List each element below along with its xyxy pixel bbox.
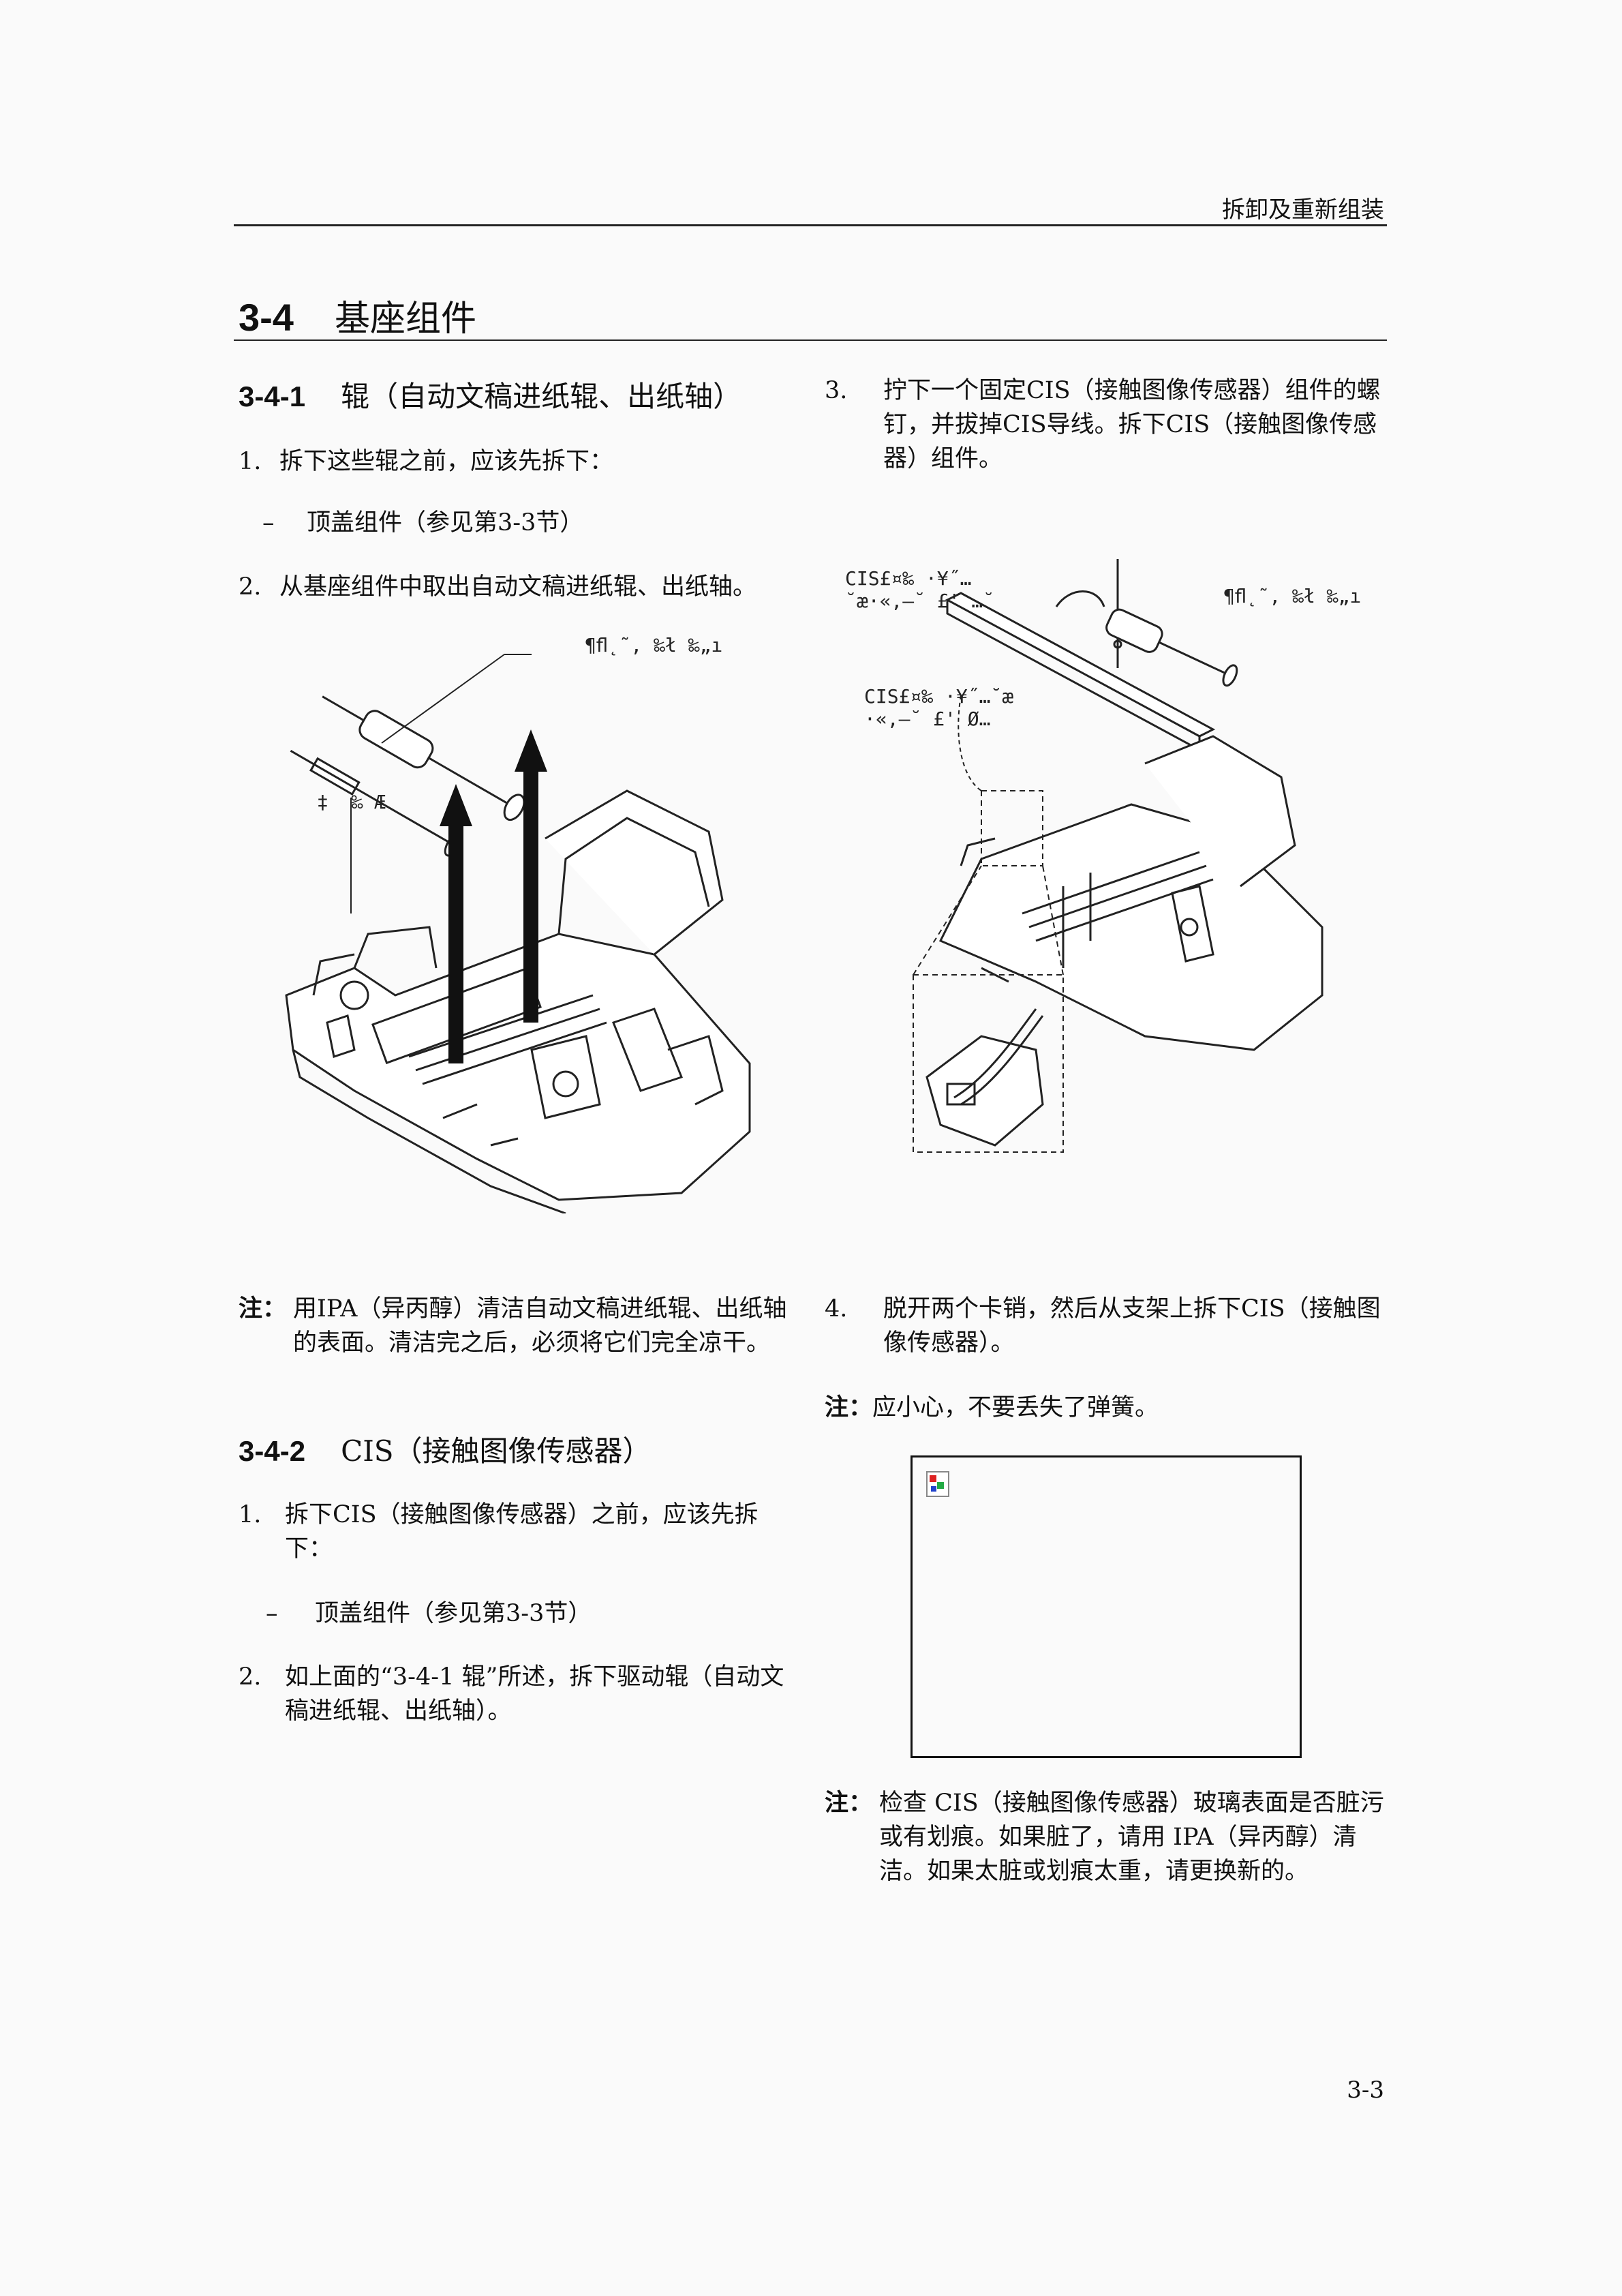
step-text: 拆下CIS（接触图像传感器）之前，应该先拆下： bbox=[285, 1501, 759, 1562]
subsection-title-text: CIS（接触图像传感器） bbox=[341, 1434, 652, 1468]
subsection-number: 3-4-2 bbox=[239, 1435, 306, 1467]
note-spring: 注： 应小心，不要丢失了弹簧。 bbox=[825, 1391, 1390, 1425]
missing-image-placeholder bbox=[911, 1455, 1302, 1758]
step-text: 如上面的“3-4-1 辊”所述，拆下驱动辊（自动文稿进纸辊、出纸轴）。 bbox=[285, 1663, 784, 1725]
note-text: 检查 CIS（接触图像传感器）玻璃表面是否脏污或有划痕。如果脏了，请用 IPA（… bbox=[879, 1789, 1384, 1885]
step-text: 拆下这些辊之前，应该先拆下： bbox=[279, 448, 614, 475]
figure1-callout-lower: ‡ ‰ Æ bbox=[317, 791, 386, 813]
step-text: 拧下一个固定CIS（接触图像传感器）组件的螺钉，并拔掉CIS导线。拆下CIS（接… bbox=[883, 377, 1381, 472]
prerequisite-item: – 顶盖组件（参见第3-3节） bbox=[262, 506, 808, 540]
note-text: 用IPA（异丙醇）清洁自动文稿进纸辊、出纸轴的表面。清洁完之后，必须将它们完全凉… bbox=[293, 1295, 787, 1357]
step-number: 2. bbox=[239, 1663, 262, 1691]
subsection-number: 3-4-1 bbox=[239, 380, 306, 412]
step-4-release-latches: 4. 脱开两个卡销，然后从支架上拆下CIS（接触图像传感器）。 bbox=[825, 1292, 1390, 1360]
step-number: 4. bbox=[825, 1295, 848, 1323]
roller-removal-illustration bbox=[285, 654, 751, 1213]
chapter-header: 拆卸及重新组装 bbox=[1222, 196, 1384, 224]
step-3-remove-cis-assembly: 3. 拧下一个固定CIS（接触图像传感器）组件的螺钉，并拔掉CIS导线。拆下CI… bbox=[825, 374, 1390, 476]
subsection-title-3-4-2: 3-4-2 CIS（接触图像传感器） bbox=[239, 1428, 652, 1470]
header-rule bbox=[234, 224, 1387, 226]
prerequisite-text: 顶盖组件（参见第3-3节） bbox=[307, 509, 584, 537]
cis-step-2: 2. 如上面的“3-4-1 辊”所述，拆下驱动辊（自动文稿进纸辊、出纸轴）。 bbox=[239, 1660, 797, 1728]
note-label: 注： bbox=[239, 1295, 287, 1323]
dash-bullet: – bbox=[262, 509, 275, 537]
broken-image-icon bbox=[926, 1471, 949, 1497]
step-number: 3. bbox=[825, 377, 848, 404]
step-number: 1. bbox=[239, 448, 262, 475]
note-inspect-cis-glass: 注： 检查 CIS（接触图像传感器）玻璃表面是否脏污或有划痕。如果脏了，请用 I… bbox=[825, 1786, 1390, 1888]
step-text: 从基座组件中取出自动文稿进纸辊、出纸轴。 bbox=[279, 573, 757, 601]
step-text: 脱开两个卡销，然后从支架上拆下CIS（接触图像传感器）。 bbox=[883, 1295, 1381, 1357]
dash-bullet: – bbox=[266, 1600, 278, 1627]
figure2-callout-cis-cable: CIS£¤‰ ·¥˝… ˘æ·«‚–˘ £' …˘ bbox=[845, 567, 995, 612]
cis-prerequisite-item: – 顶盖组件（参见第3-3节） bbox=[266, 1597, 804, 1631]
subsection-title-text: 辊（自动文稿进纸辊、出纸轴） bbox=[341, 380, 742, 413]
figure2-callout-cis-screw: CIS£¤‰ ·¥˝…˘æ ·«‚–˘ £' Ø… bbox=[864, 685, 1014, 730]
cis-step-1: 1. 拆下CIS（接触图像传感器）之前，应该先拆下： bbox=[239, 1498, 797, 1566]
note-label: 注： bbox=[825, 1789, 873, 1817]
figure1-callout-upper: ¶ﬂ˛˜, ‰ł ‰„ı bbox=[585, 634, 723, 656]
note-clean-rollers: 注： 用IPA（异丙醇）清洁自动文稿进纸辊、出纸轴的表面。清洁完之后，必须将它们… bbox=[239, 1292, 797, 1360]
step-number: 1. bbox=[239, 1501, 262, 1528]
step-2-take-out-rollers: 2. 从基座组件中取出自动文稿进纸辊、出纸轴。 bbox=[239, 570, 804, 604]
note-label: 注： bbox=[825, 1393, 873, 1421]
page-number: 3-3 bbox=[1347, 2076, 1384, 2104]
section-number: 3-4 bbox=[239, 296, 294, 339]
step-1-remove-before: 1. 拆下这些辊之前，应该先拆下： bbox=[239, 444, 804, 479]
figure2-callout-roller: ¶ﬂ˛˜, ‰ł ‰„ı bbox=[1223, 585, 1362, 607]
prerequisite-text: 顶盖组件（参见第3-3节） bbox=[315, 1600, 592, 1627]
step-number: 2. bbox=[239, 573, 262, 601]
cis-removal-illustration bbox=[913, 559, 1323, 1153]
subsection-title-3-4-1: 3-4-1 辊（自动文稿进纸辊、出纸轴） bbox=[239, 374, 741, 415]
section-title-text: 基座组件 bbox=[334, 299, 476, 339]
section-rule bbox=[234, 339, 1387, 341]
note-text: 应小心，不要丢失了弹簧。 bbox=[872, 1394, 1159, 1421]
section-title: 3-4 基座组件 bbox=[239, 290, 476, 341]
